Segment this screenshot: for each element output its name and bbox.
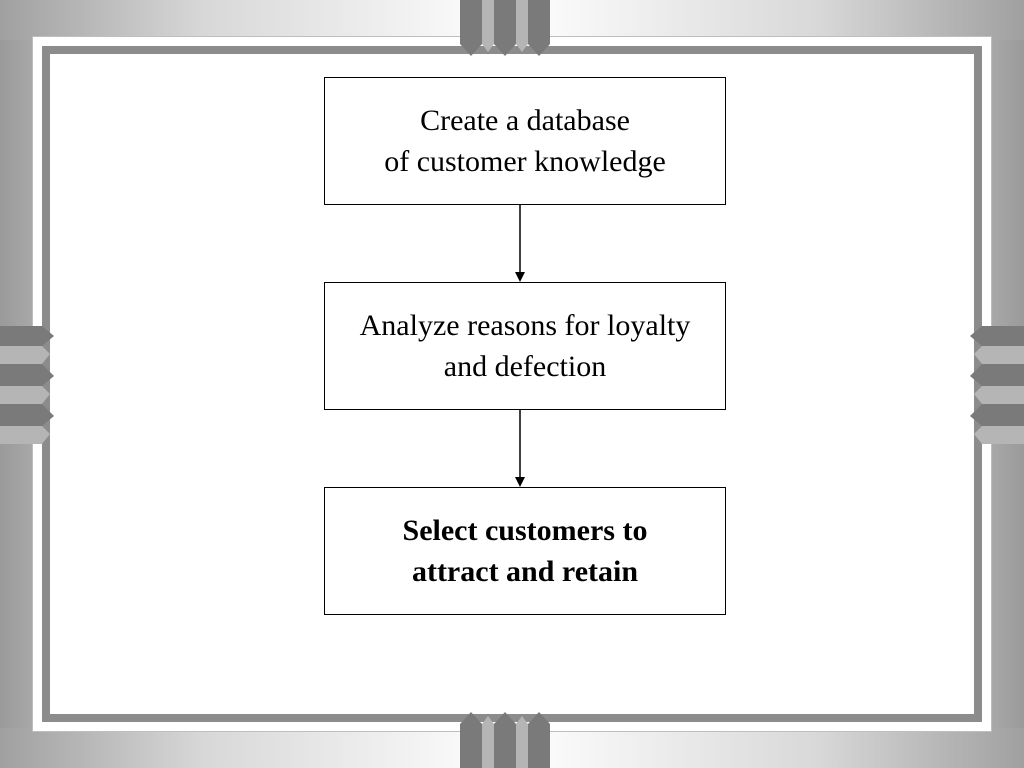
top-ornament	[460, 0, 550, 56]
left-ornament	[0, 326, 54, 444]
node-analyze-reasons: Analyze reasons for loyalty and defectio…	[324, 282, 726, 410]
arrowhead-icon	[515, 272, 525, 282]
bottom-ornament	[460, 712, 550, 768]
node-line: Select customers to	[402, 514, 648, 547]
node-line: Create a database	[420, 104, 630, 137]
arrowhead-icon	[515, 477, 525, 487]
right-ornament	[970, 326, 1024, 444]
node-select-customers: Select customers to attract and retain	[324, 487, 726, 615]
node-create-database: Create a database of customer knowledge	[324, 77, 726, 205]
node-line: Analyze reasons for loyalty	[359, 309, 691, 342]
node-line: attract and retain	[411, 555, 639, 588]
node-line: and defection	[443, 350, 607, 383]
node-line: of customer knowledge	[384, 145, 666, 178]
